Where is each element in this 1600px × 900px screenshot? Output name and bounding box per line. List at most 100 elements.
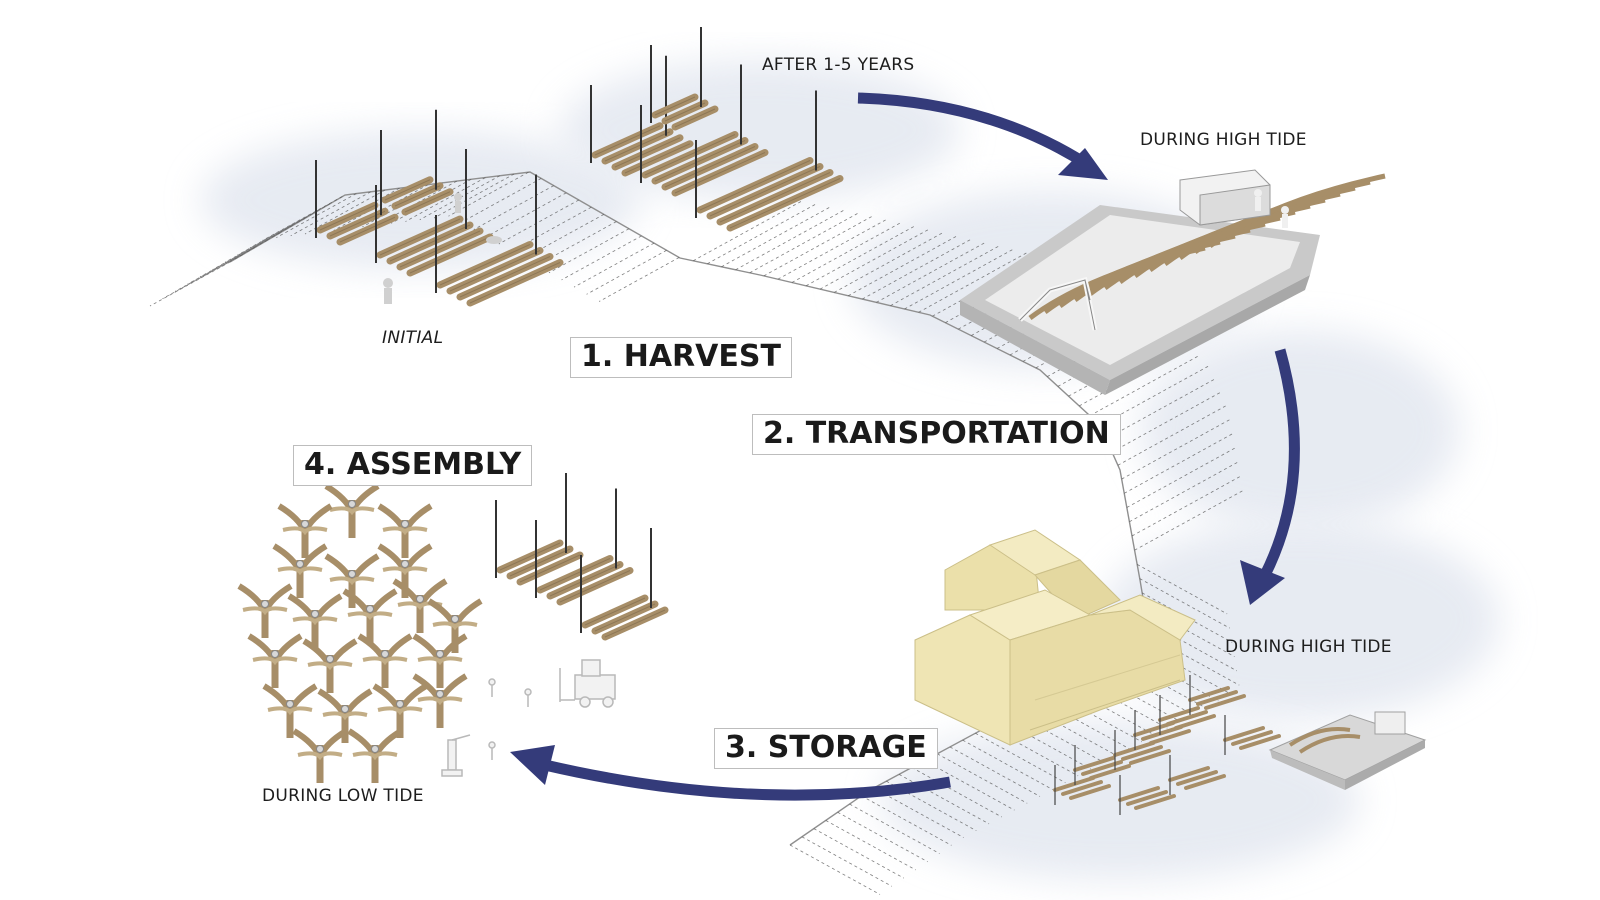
storage-beam bbox=[1061, 780, 1103, 796]
storage-beam bbox=[1073, 756, 1115, 772]
assembly-equipment bbox=[441, 659, 616, 777]
initial-rack-beam-edge bbox=[449, 250, 541, 292]
hatch-line bbox=[1131, 475, 1243, 537]
assembly-joint bbox=[301, 520, 309, 528]
caption-low-tide: DURING LOW TIDE bbox=[262, 786, 424, 806]
assembly-branch bbox=[307, 661, 353, 671]
hatch-line bbox=[763, 215, 875, 277]
hatch-line bbox=[1038, 698, 1130, 749]
hatch-line bbox=[1089, 671, 1181, 722]
mature-rack-beam-edge bbox=[709, 166, 821, 217]
hatch-line bbox=[586, 249, 667, 295]
hatch-line bbox=[1146, 621, 1238, 672]
hatch-line bbox=[791, 221, 903, 283]
hatch-line bbox=[735, 208, 846, 271]
assembly-branch bbox=[277, 566, 323, 576]
assembly-joint bbox=[286, 700, 294, 708]
assembly-joint bbox=[371, 745, 379, 753]
hatch-line bbox=[873, 787, 964, 838]
arrow-storage-to-assembly bbox=[543, 759, 951, 801]
assembly-branch bbox=[329, 576, 375, 586]
storage-beam bbox=[1204, 694, 1246, 710]
mature-rack-beam-edge bbox=[664, 146, 756, 188]
assembly-joint bbox=[436, 690, 444, 698]
assembly-branch bbox=[252, 656, 298, 666]
hatch-line bbox=[1136, 564, 1228, 615]
hatch-line bbox=[1102, 664, 1194, 715]
hatch-line bbox=[1089, 354, 1201, 417]
hatch-line bbox=[1077, 678, 1168, 729]
arrow-harvest-to-transport bbox=[857, 92, 1091, 170]
hatch-line bbox=[861, 795, 952, 846]
initial-rack-beam-edge bbox=[439, 244, 531, 286]
assembly-rack-beam-edge bbox=[549, 564, 621, 597]
stage-label-storage: 3. STORAGE bbox=[714, 728, 938, 769]
assembly-rack-beam-edge bbox=[559, 570, 631, 603]
assembly-rack-beam-edge bbox=[499, 542, 561, 571]
hatch-line bbox=[987, 726, 1079, 777]
hatch-line bbox=[937, 753, 1028, 804]
assembly-rack-beam-edge bbox=[509, 548, 571, 577]
hatch-line bbox=[962, 739, 1053, 790]
assembly-joint bbox=[348, 570, 356, 578]
assembly-joint bbox=[311, 610, 319, 618]
storage-beam bbox=[1113, 741, 1155, 757]
assembly-branch bbox=[417, 696, 463, 706]
storage-beam bbox=[1121, 745, 1163, 761]
hatch-line bbox=[1134, 489, 1245, 551]
assembly-branch bbox=[267, 706, 313, 716]
initial-rack-beam-edge bbox=[409, 236, 491, 274]
mature-rack-beam-edge bbox=[654, 140, 746, 182]
assembly-joint bbox=[401, 560, 409, 568]
mature-growth-rack bbox=[590, 27, 844, 232]
assembly-joint bbox=[326, 655, 334, 663]
storage-beam bbox=[1176, 770, 1218, 786]
hatch-line bbox=[1144, 606, 1235, 657]
initial-rack-beam-edge bbox=[389, 224, 471, 262]
hatch-line bbox=[1064, 685, 1155, 736]
hatch-line bbox=[1124, 432, 1235, 494]
initial-rack-beam-edge bbox=[399, 230, 481, 268]
initial-rack-beam-edge bbox=[404, 191, 451, 213]
mature-rack-beam-edge bbox=[624, 143, 691, 174]
assembly-branch bbox=[432, 621, 478, 631]
initial-rack-beam-edge bbox=[379, 218, 461, 256]
hatch-line bbox=[707, 202, 818, 265]
assembly-joint bbox=[261, 600, 269, 608]
assembly-rack-beam-edge bbox=[604, 609, 666, 638]
barge-high-tide bbox=[960, 169, 1386, 395]
storage-beam bbox=[1134, 794, 1176, 810]
initial-growth-rack bbox=[315, 109, 564, 307]
storage-beam bbox=[1239, 734, 1281, 750]
hatch-line bbox=[1129, 460, 1240, 523]
mature-rack-beam-edge bbox=[699, 160, 811, 211]
hatch-line bbox=[1141, 592, 1233, 643]
hatch-line bbox=[1128, 651, 1219, 702]
assembly-branch bbox=[352, 751, 398, 761]
mature-rack-beam-edge bbox=[654, 96, 696, 116]
storage-beam bbox=[1184, 774, 1226, 790]
storage-beam bbox=[1069, 784, 1111, 800]
hatch-line bbox=[801, 836, 893, 887]
assembly-branch bbox=[297, 751, 343, 761]
storage-beam bbox=[1188, 686, 1230, 702]
hatch-line bbox=[1111, 391, 1223, 453]
stage-label-transportation: 2. TRANSPORTATION bbox=[752, 414, 1121, 455]
assembly-branch bbox=[377, 706, 423, 716]
hatch-line bbox=[1026, 705, 1117, 756]
hatch-line bbox=[918, 251, 1029, 313]
hatch-line bbox=[849, 803, 940, 854]
assembly-branch bbox=[322, 711, 368, 721]
assembly-branch bbox=[292, 616, 338, 626]
assembly-joint bbox=[381, 650, 389, 658]
assembly-joint bbox=[416, 595, 424, 603]
mature-rack-beam-edge bbox=[644, 134, 736, 176]
assembly-joint bbox=[271, 650, 279, 658]
hatch-line bbox=[949, 746, 1041, 797]
storage-beam bbox=[1089, 764, 1131, 780]
storage-beam bbox=[1166, 710, 1208, 726]
hatch-line bbox=[876, 241, 987, 303]
assembly-branch bbox=[347, 611, 393, 621]
hatch-line bbox=[573, 242, 655, 288]
assembly-rack-beam-edge bbox=[594, 603, 656, 632]
